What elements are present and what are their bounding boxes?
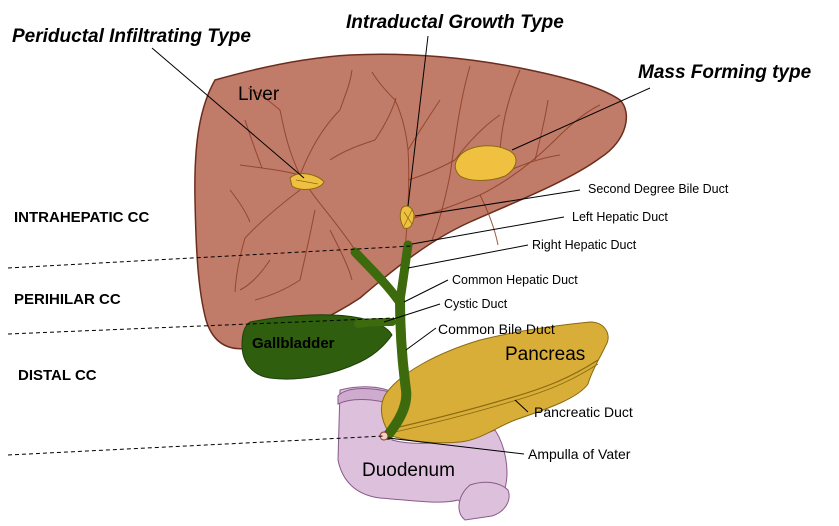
left-hepatic-duct-label: Left Hepatic Duct: [572, 210, 668, 224]
right-hepatic-duct-label: Right Hepatic Duct: [532, 238, 637, 252]
common-bile-duct-label: Common Bile Duct: [438, 321, 555, 337]
pancreas-shape: [381, 322, 608, 443]
perihilar-region-label: PERIHILAR CC: [14, 291, 121, 308]
pancreas-label: Pancreas: [505, 344, 585, 365]
second-degree-bile-duct-label: Second Degree Bile Duct: [588, 182, 729, 196]
duodenum-lower-tube: [459, 482, 509, 520]
divider-distal-ampulla: [8, 436, 384, 455]
gallbladder-label: Gallbladder: [252, 335, 335, 352]
mass-forming-tumor: [455, 146, 516, 181]
ampulla-of-vater-label: Ampulla of Vater: [528, 446, 631, 462]
liver-label: Liver: [238, 84, 280, 105]
cystic-duct-label: Cystic Duct: [444, 297, 508, 311]
intrahepatic-region-label: INTRAHEPATIC CC: [14, 209, 149, 226]
mass-forming-type-label: Mass Forming type: [638, 62, 812, 83]
pancreatic-duct-label: Pancreatic Duct: [534, 404, 633, 420]
periductal-type-label: Periductal Infiltrating Type: [12, 26, 251, 47]
intraductal-type-label: Intraductal Growth Type: [346, 12, 564, 33]
common-hepatic-duct-label: Common Hepatic Duct: [452, 273, 578, 287]
duodenum-label: Duodenum: [362, 460, 455, 481]
distal-region-label: DISTAL CC: [18, 367, 97, 384]
